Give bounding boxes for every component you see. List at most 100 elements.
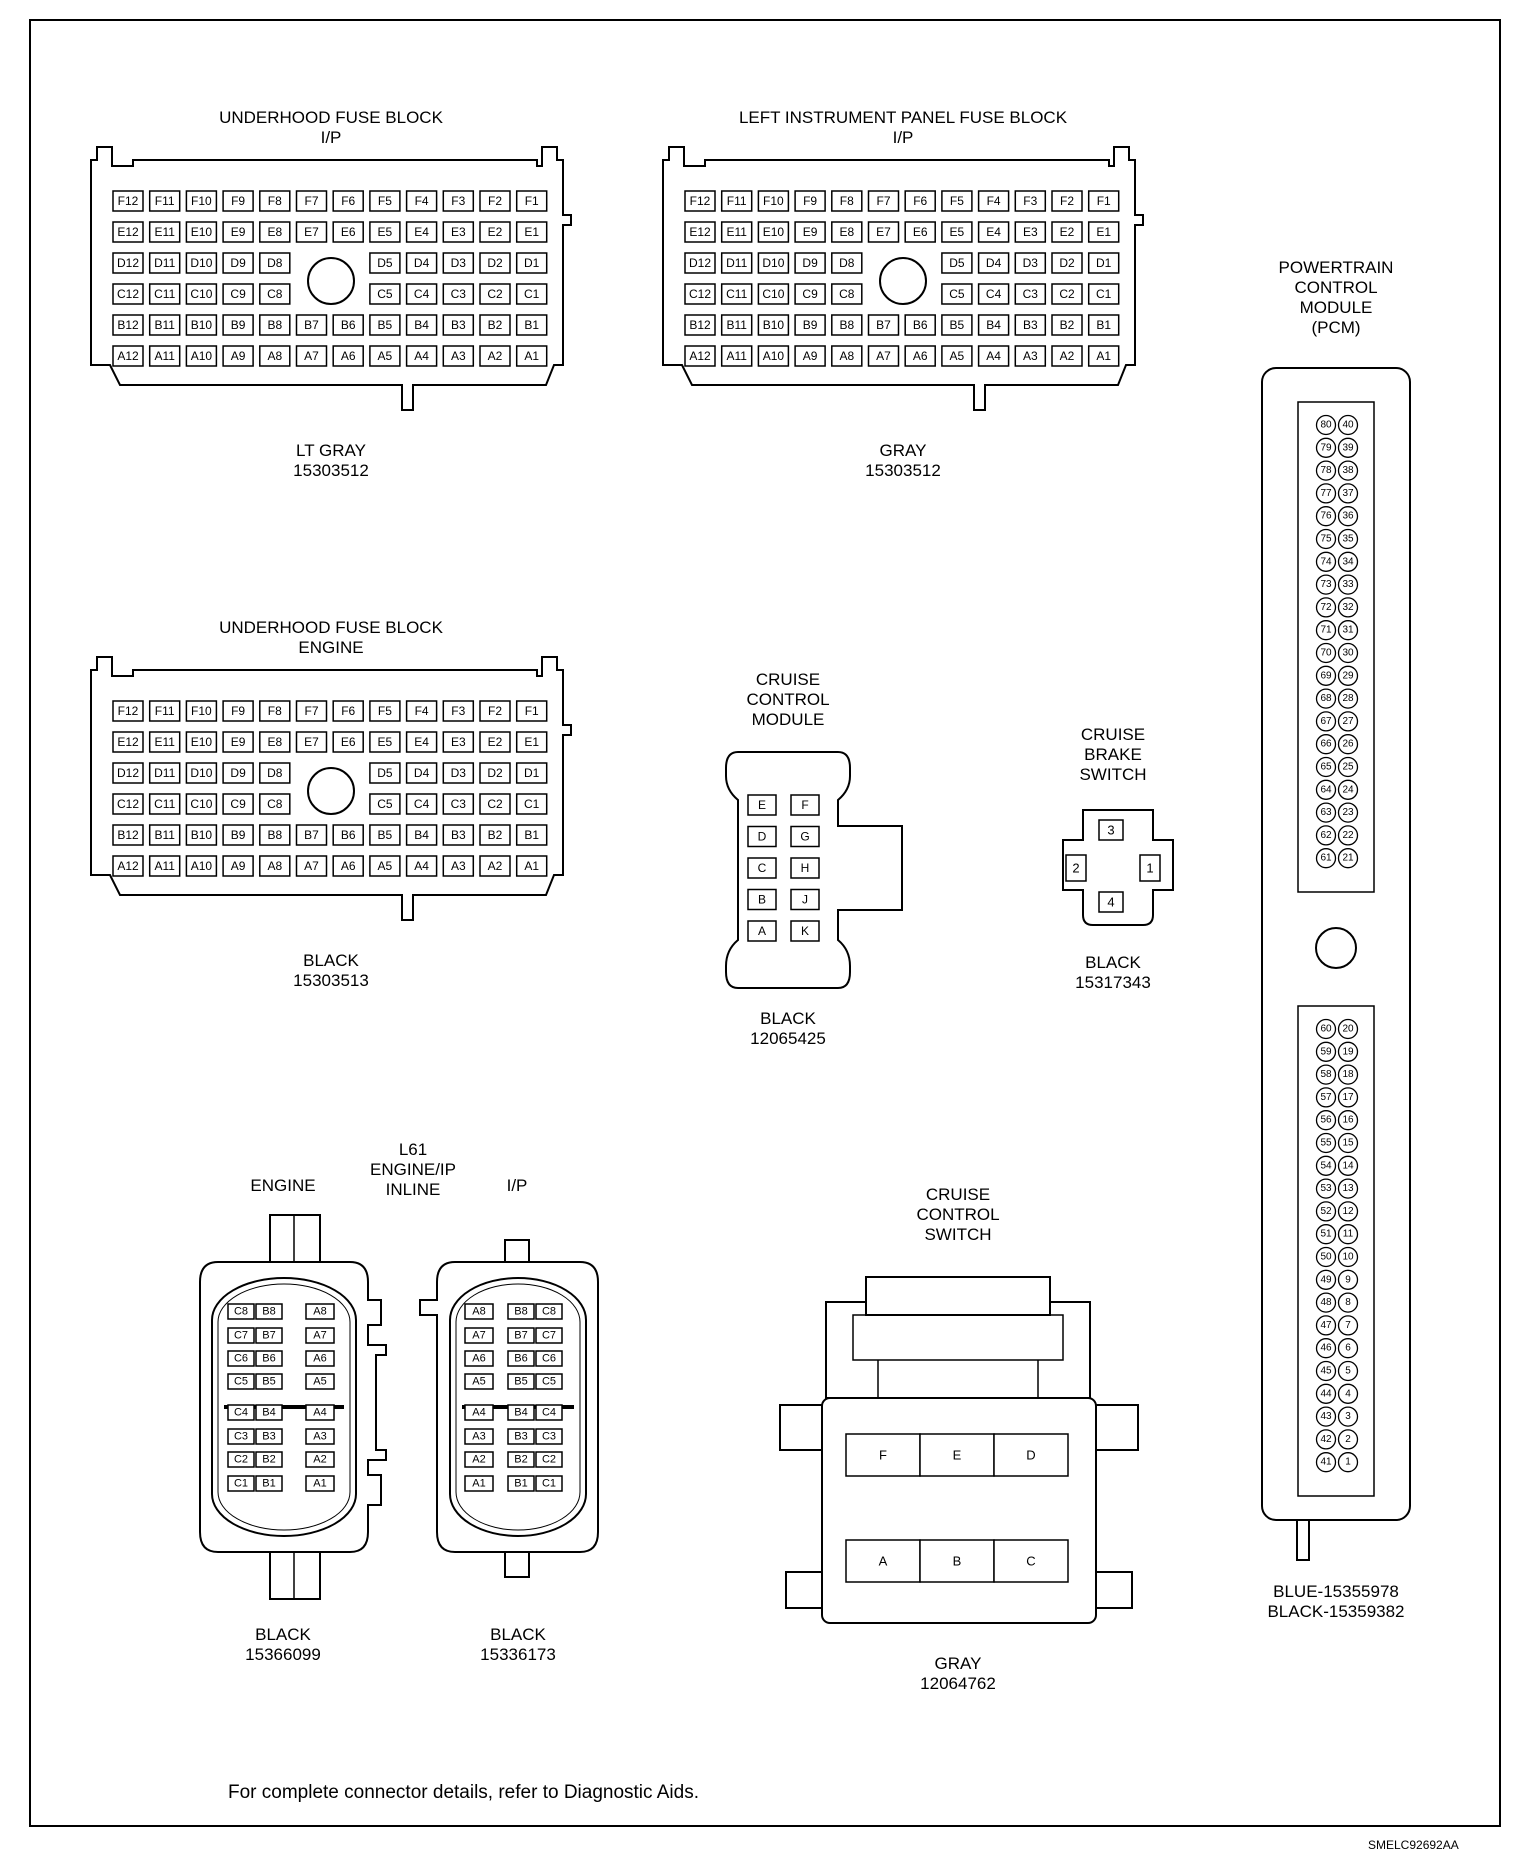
cruise-module-pin-label: B	[758, 893, 766, 907]
fuse-cavity	[112, 793, 144, 815]
pcm-pin	[1337, 802, 1359, 823]
fuse-cavity	[222, 283, 254, 305]
pcm-pin-label: 18	[1342, 1069, 1354, 1080]
fuse-cavity-label: D10	[190, 766, 212, 780]
fuse-cavity	[405, 283, 438, 305]
fuse-cavity	[405, 252, 438, 274]
fuse-cavity	[977, 190, 1010, 212]
fuse-cavity	[185, 762, 218, 784]
cruise-module-color: BLACK	[760, 1009, 816, 1028]
fuse-cavity-label: C10	[190, 797, 212, 811]
ip-inline-pin-label: B1	[514, 1478, 527, 1490]
ip-inline-pin	[507, 1327, 535, 1344]
fuse-cavity	[1087, 283, 1120, 305]
inline-title-line-2: ENGINE/IP	[370, 1160, 456, 1179]
fuse-cavity-label: B1	[524, 318, 539, 332]
fuse-cavity-label: F8	[840, 194, 854, 208]
diagram-border	[29, 19, 1501, 1827]
fuse-cavity-label: A9	[231, 859, 246, 873]
pcm-pin	[1315, 1132, 1337, 1154]
fuse-cavity	[295, 190, 328, 212]
pcm-pin	[1337, 1064, 1359, 1085]
fuse-cavity-label: A7	[304, 349, 319, 363]
pcm-pin-label: 62	[1320, 830, 1332, 841]
fuse-cavity-label: C11	[154, 797, 175, 811]
fuse-cavity-label: E12	[117, 735, 139, 749]
ip-inline-pin	[507, 1303, 535, 1320]
fuse-cavity-label: E4	[414, 735, 429, 749]
pcm-pin	[1315, 848, 1337, 869]
fuse-cavity-label: C12	[117, 287, 139, 301]
fuse-cavity	[185, 345, 218, 367]
fuse-cavity-label: C3	[1023, 287, 1039, 301]
fuse-cavity	[904, 190, 936, 212]
engine-inline-pin-label: B4	[262, 1407, 275, 1419]
pcm-pin	[1337, 1360, 1359, 1382]
pcm-pin-label: 31	[1342, 625, 1354, 636]
pcm-caption: BLUE-15355978 BLACK-15359382	[1226, 1582, 1446, 1622]
cruise-switch-latch	[865, 1276, 1051, 1316]
fuse-cavity	[479, 252, 511, 274]
pcm-pin-label: 38	[1342, 465, 1354, 476]
pcm-pin	[1315, 734, 1337, 755]
fuse-cavity	[442, 221, 475, 243]
engine-inline-pin	[255, 1451, 283, 1468]
cruise-switch-upper-body	[825, 1301, 1091, 1399]
fuse-cavity	[515, 731, 548, 753]
fuse-cavity-label: B9	[231, 828, 246, 842]
fuse-cavity	[904, 221, 936, 243]
cruise-switch-title-line-3: SWITCH	[924, 1225, 992, 1244]
engine-inline-pin-label: C8	[234, 1306, 248, 1318]
fuse-cavity-label: B10	[763, 318, 785, 332]
fuse-cavity	[295, 345, 328, 367]
fuse-cavity-label: A9	[803, 349, 818, 363]
cruise-switch-left-foot	[785, 1571, 823, 1609]
fuse-cavity-label: E1	[524, 225, 539, 239]
pcm-pin	[1337, 1246, 1359, 1268]
fuse-cavity-label: A10	[763, 349, 785, 363]
fuse-cavity	[405, 345, 438, 367]
fuse-cavity	[332, 700, 364, 722]
left-ip-title-line-2: I/P	[892, 128, 914, 147]
pcm-pin	[1337, 528, 1359, 550]
engine-inline-pin	[305, 1350, 335, 1367]
pcm-pin-label: 69	[1320, 670, 1332, 681]
fuse-cavity-label: C12	[117, 797, 139, 811]
fuse-cavity	[259, 762, 291, 784]
pcm-pin-label: 20	[1342, 1024, 1354, 1035]
fuse-cavity-label: B12	[689, 318, 711, 332]
cruise-module-pin-label: C	[758, 861, 767, 875]
pcm-pin-label: 43	[1320, 1411, 1332, 1422]
pcm-pin-label: 23	[1342, 807, 1354, 818]
pcm-pin-label: 25	[1342, 762, 1354, 773]
fuse-cavity	[941, 221, 973, 243]
fuse-cavity-label: E8	[267, 225, 282, 239]
fuse-cavity-label: B11	[154, 318, 175, 332]
pcm-title-line-4: (PCM)	[1311, 318, 1361, 337]
inline-engine-label: ENGINE	[250, 1176, 316, 1195]
fuse-cavity-label: F4	[415, 704, 429, 718]
pcm-pin-label: 6	[1345, 1343, 1351, 1354]
pcm-pin	[1337, 1383, 1359, 1404]
engine-inline-pin-label: B2	[262, 1454, 275, 1466]
pcm-pin-label: 72	[1320, 602, 1332, 613]
fuse-cavity-label: A2	[488, 859, 503, 873]
pcm-pin	[1315, 574, 1337, 595]
fuse-cavity-label: A2	[1060, 349, 1075, 363]
fuse-cavity-label: F5	[378, 704, 392, 718]
ip-inline-pin-label: A3	[472, 1431, 485, 1443]
ip-inline-pin-label: B4	[514, 1407, 527, 1419]
fuse-cavity-label: F7	[304, 704, 318, 718]
pcm-pin	[1337, 779, 1359, 800]
fuse-cavity	[479, 700, 511, 722]
fuse-cavity	[148, 824, 181, 846]
fuse-cavity-label: D3	[451, 256, 467, 270]
brake-switch-pin-label: 4	[1107, 895, 1114, 910]
fuse-cavity	[515, 824, 548, 846]
fuse-cavity	[515, 283, 548, 305]
fuse-cavity-label: F9	[231, 194, 245, 208]
ip-inline-pin	[464, 1475, 494, 1492]
fuse-cavity	[684, 345, 716, 367]
